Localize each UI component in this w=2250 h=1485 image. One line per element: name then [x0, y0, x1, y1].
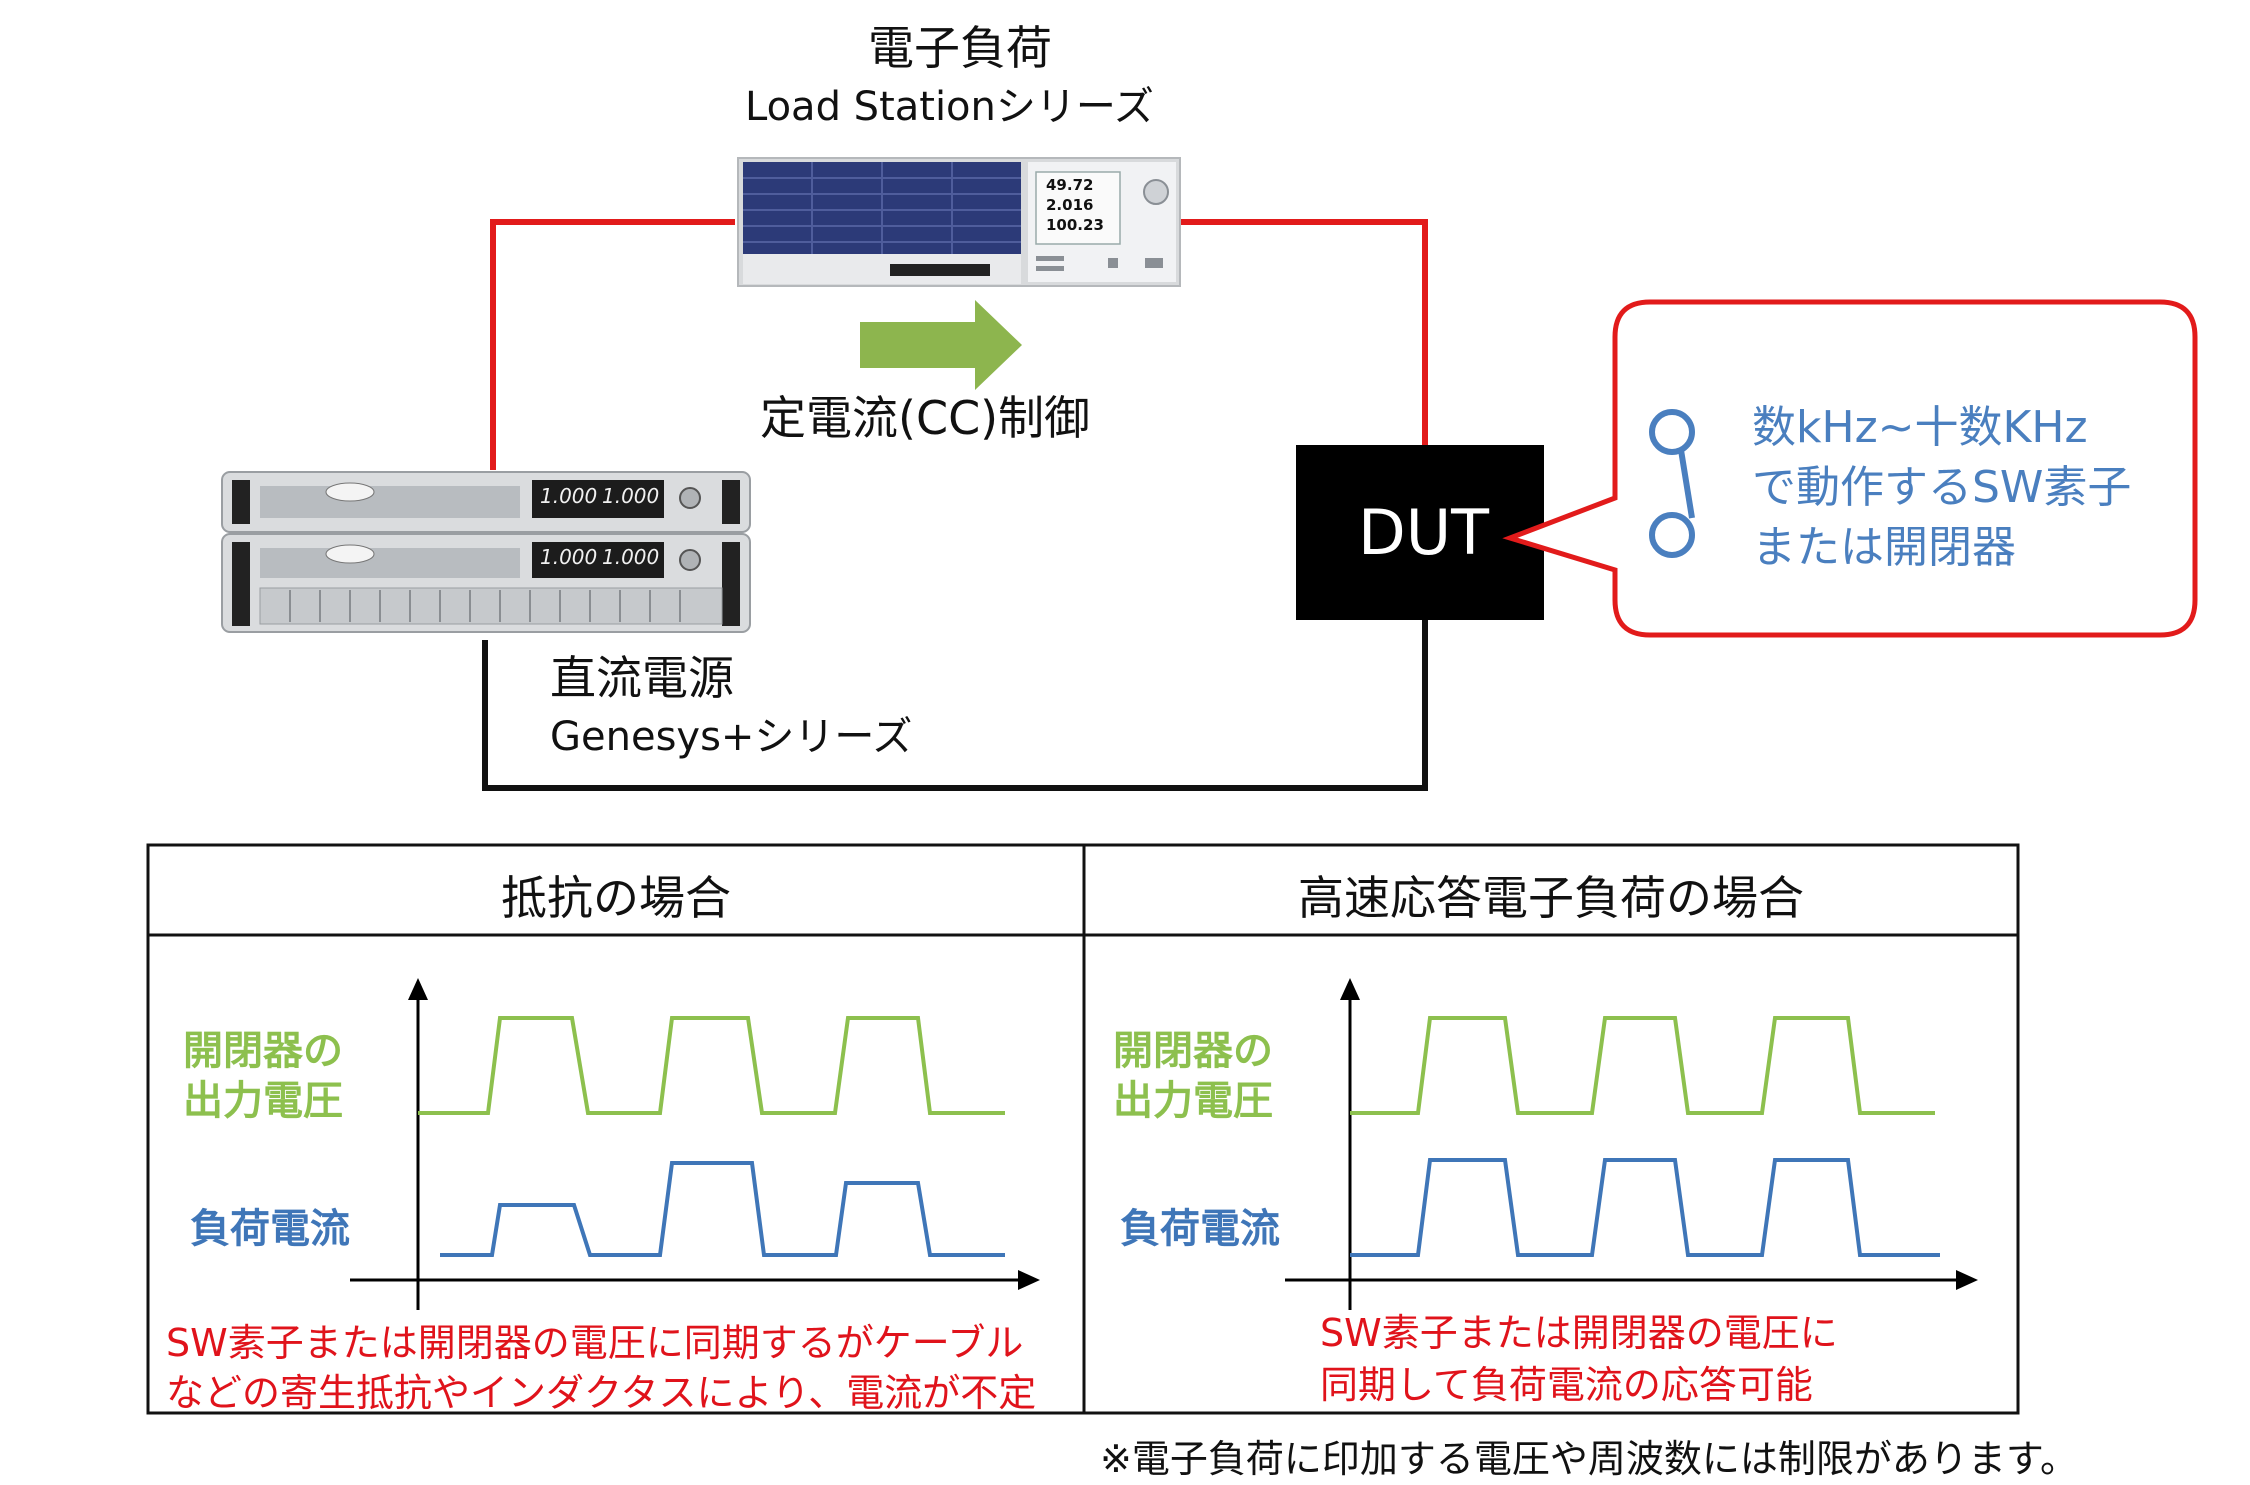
- supply-title: 直流電源: [550, 651, 734, 705]
- dc-power-supply: [221, 471, 751, 633]
- supply-readout-a: 1.000: [602, 484, 660, 508]
- left-voltage-label-1: 開閉器の: [183, 1028, 343, 1074]
- comparison-table: [146, 843, 2020, 1415]
- supply-readout-v: 1.000: [540, 484, 598, 508]
- dut-box: [1296, 445, 1544, 620]
- left-voltage-wave: [418, 1016, 1005, 1115]
- load-readout-1: 49.72: [1046, 176, 1094, 194]
- right-caption-1: SW素子または開閉器の電圧に: [1320, 1311, 1838, 1355]
- right-current-label: 負荷電流: [1120, 1206, 1280, 1252]
- cc-control-label: 定電流(CC)制御: [760, 391, 1091, 445]
- note-line-3: または開閉器: [1752, 522, 2016, 573]
- left-current-label: 負荷電流: [190, 1206, 350, 1252]
- load-series: Load Stationシリーズ: [745, 84, 1154, 130]
- left-header: 抵抗の場合: [501, 871, 731, 925]
- load-title: 電子負荷: [868, 21, 1052, 75]
- supply-readout-a-2: 1.000: [602, 545, 660, 569]
- red-wire-right: [1180, 219, 1428, 445]
- supply-series: Genesys+シリーズ: [550, 714, 913, 760]
- left-current-wave: [440, 1161, 1005, 1257]
- right-current-wave: [1350, 1158, 1940, 1257]
- left-caption-1: SW素子または開閉器の電圧に同期するがケーブル: [166, 1321, 1024, 1365]
- load-readout-3: 100.23: [1046, 216, 1104, 234]
- left-caption-2: などの寄生抵抗やインダクタスにより、電流が不定: [166, 1371, 1037, 1415]
- left-graph-axes: [350, 978, 1040, 1310]
- note-line-1: 数kHz~十数KHz: [1752, 402, 2088, 453]
- footnote: ※電子負荷に印加する電圧や周波数には制限があります。: [1100, 1437, 2079, 1481]
- right-voltage-wave: [1350, 1016, 1935, 1115]
- black-wire: [482, 620, 1428, 791]
- right-voltage-label-2: 出力電圧: [1113, 1078, 1273, 1124]
- red-wire-left: [490, 219, 735, 470]
- right-voltage-label-1: 開閉器の: [1113, 1028, 1273, 1074]
- note-line-2: で動作するSW素子: [1752, 462, 2132, 513]
- load-readout-2: 2.016: [1046, 196, 1094, 214]
- right-graph-axes: [1285, 978, 1978, 1310]
- left-voltage-label-2: 出力電圧: [183, 1078, 343, 1124]
- cc-direction-arrow: [860, 300, 1022, 390]
- supply-readout-v-2: 1.000: [540, 545, 598, 569]
- right-header: 高速応答電子負荷の場合: [1298, 871, 1804, 925]
- electronic-load-device: [737, 157, 1181, 287]
- right-caption-2: 同期して負荷電流の応答可能: [1320, 1363, 1813, 1407]
- switch-icon: [1649, 409, 1695, 558]
- dut-label: DUT: [1358, 496, 1489, 569]
